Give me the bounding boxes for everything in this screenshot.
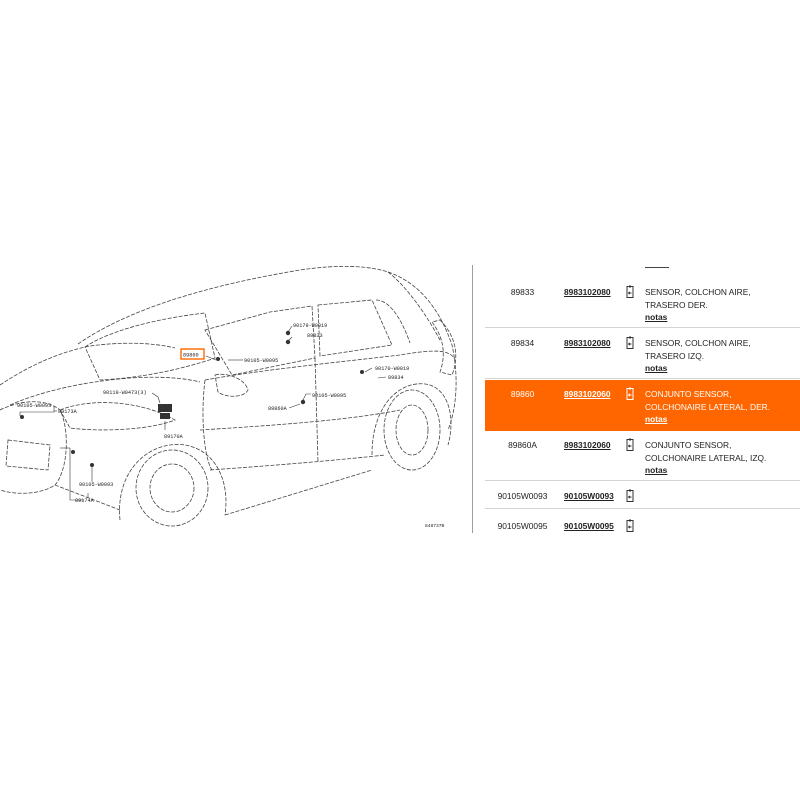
label-89174a: 89174A (75, 498, 95, 504)
part-row[interactable]: 89834 8983102080 SENSOR, COLCHON AIRE, T… (485, 329, 800, 379)
part-number-link[interactable]: 8983102060 (564, 440, 611, 450)
callout-89860[interactable]: 89860 (180, 348, 205, 360)
notes-link[interactable]: notas (645, 414, 668, 424)
label-90119-w0473: 90119-W0473(3) (103, 390, 147, 396)
leader-lines (19, 325, 387, 501)
notes-link[interactable]: notas (645, 465, 668, 475)
desc-line: TRASERO IZQ. (645, 350, 705, 361)
row-separator (485, 327, 800, 328)
desc-line: CONJUNTO SENSOR, (645, 389, 732, 399)
part-number-link[interactable]: 90105W0093 (564, 491, 614, 501)
row-separator (485, 378, 800, 379)
part-number-link[interactable]: 8983102080 (564, 287, 611, 297)
notes-link[interactable]: notas (645, 363, 668, 373)
parts-diagram: 90179-W0019 89833 90105-W0095 90170-W001… (0, 265, 457, 529)
label-89834: 89834 (388, 375, 404, 381)
desc-line: SENSOR, COLCHON AIRE, (645, 338, 751, 348)
ref-number: 89860A (508, 440, 537, 450)
desc-line: CONJUNTO SENSOR, (645, 440, 732, 450)
ref-number: 90105W0093 (497, 491, 548, 501)
add-to-list-icon[interactable] (624, 489, 636, 503)
label-89173a: 89173A (58, 409, 78, 415)
diagram-code: 848737B (425, 523, 445, 529)
part-number-link[interactable]: 8983102080 (564, 338, 611, 348)
label-89170a: 89170A (164, 434, 184, 440)
part-row[interactable]: 90105W0093 90105W0093 (485, 482, 800, 509)
desc-line: COLCHONAIRE LATERAL, DER. (645, 401, 771, 412)
label-90105-w0095-a: 90105-W0095 (244, 358, 278, 364)
car-outline (0, 265, 457, 527)
ref-number: 90105W0095 (497, 521, 548, 531)
row-separator (485, 508, 800, 509)
label-90170-w0019: 90170-W0019 (375, 366, 409, 372)
label-89860a: 89860A (268, 406, 288, 412)
desc-line: COLCHONAIRE LATERAL, IZQ. (645, 452, 767, 463)
part-description: SENSOR, COLCHON AIRE, TRASERO DER. notas (645, 286, 800, 324)
panel-divider (472, 265, 473, 533)
label-90179-w0019: 90179-W0019 (293, 323, 327, 329)
label-89833: 89833 (307, 333, 323, 339)
part-row[interactable]: 89860A 8983102060 CONJUNTO SENSOR, COLCH… (485, 431, 800, 481)
label-90105-w0093-a: 90105-W0093 (17, 403, 51, 409)
part-number-link[interactable]: 8983102060 (564, 389, 611, 399)
notes-link[interactable]: notas (645, 312, 668, 322)
add-to-list-icon[interactable] (624, 336, 636, 350)
row-separator (485, 480, 800, 481)
part-row[interactable]: 89833 8983102080 SENSOR, COLCHON AIRE, T… (485, 276, 800, 328)
add-to-list-icon[interactable] (624, 387, 636, 401)
parts-list: 89833 8983102080 SENSOR, COLCHON AIRE, T… (485, 255, 800, 533)
part-row-selected[interactable]: 89860 8983102060 CONJUNTO SENSOR, COLCHO… (485, 380, 800, 431)
label-90105-w0093-b: 90105-W0093 (79, 482, 113, 488)
add-to-list-icon[interactable] (624, 438, 636, 452)
part-number-link[interactable]: 90105W0095 (564, 521, 614, 531)
ref-number: 89834 (510, 338, 535, 348)
label-90105-w0095-b: 90105-W0095 (312, 393, 346, 399)
label-89860[interactable]: 89860 (183, 353, 199, 359)
part-row[interactable]: 90105W0095 90105W0095 (485, 510, 800, 533)
partial-top-rule (645, 267, 669, 268)
ref-number: 89860 (510, 389, 535, 399)
part-description: CONJUNTO SENSOR, COLCHONAIRE LATERAL, DE… (645, 388, 800, 426)
add-to-list-icon[interactable] (624, 285, 636, 299)
part-description: SENSOR, COLCHON AIRE, TRASERO IZQ. notas (645, 337, 800, 375)
part-description: CONJUNTO SENSOR, COLCHONAIRE LATERAL, IZ… (645, 439, 800, 477)
fastener-markers (20, 330, 364, 467)
desc-line: SENSOR, COLCHON AIRE, (645, 287, 751, 297)
desc-line: TRASERO DER. (645, 299, 708, 310)
add-to-list-icon[interactable] (624, 519, 636, 533)
ref-number: 89833 (510, 287, 535, 297)
